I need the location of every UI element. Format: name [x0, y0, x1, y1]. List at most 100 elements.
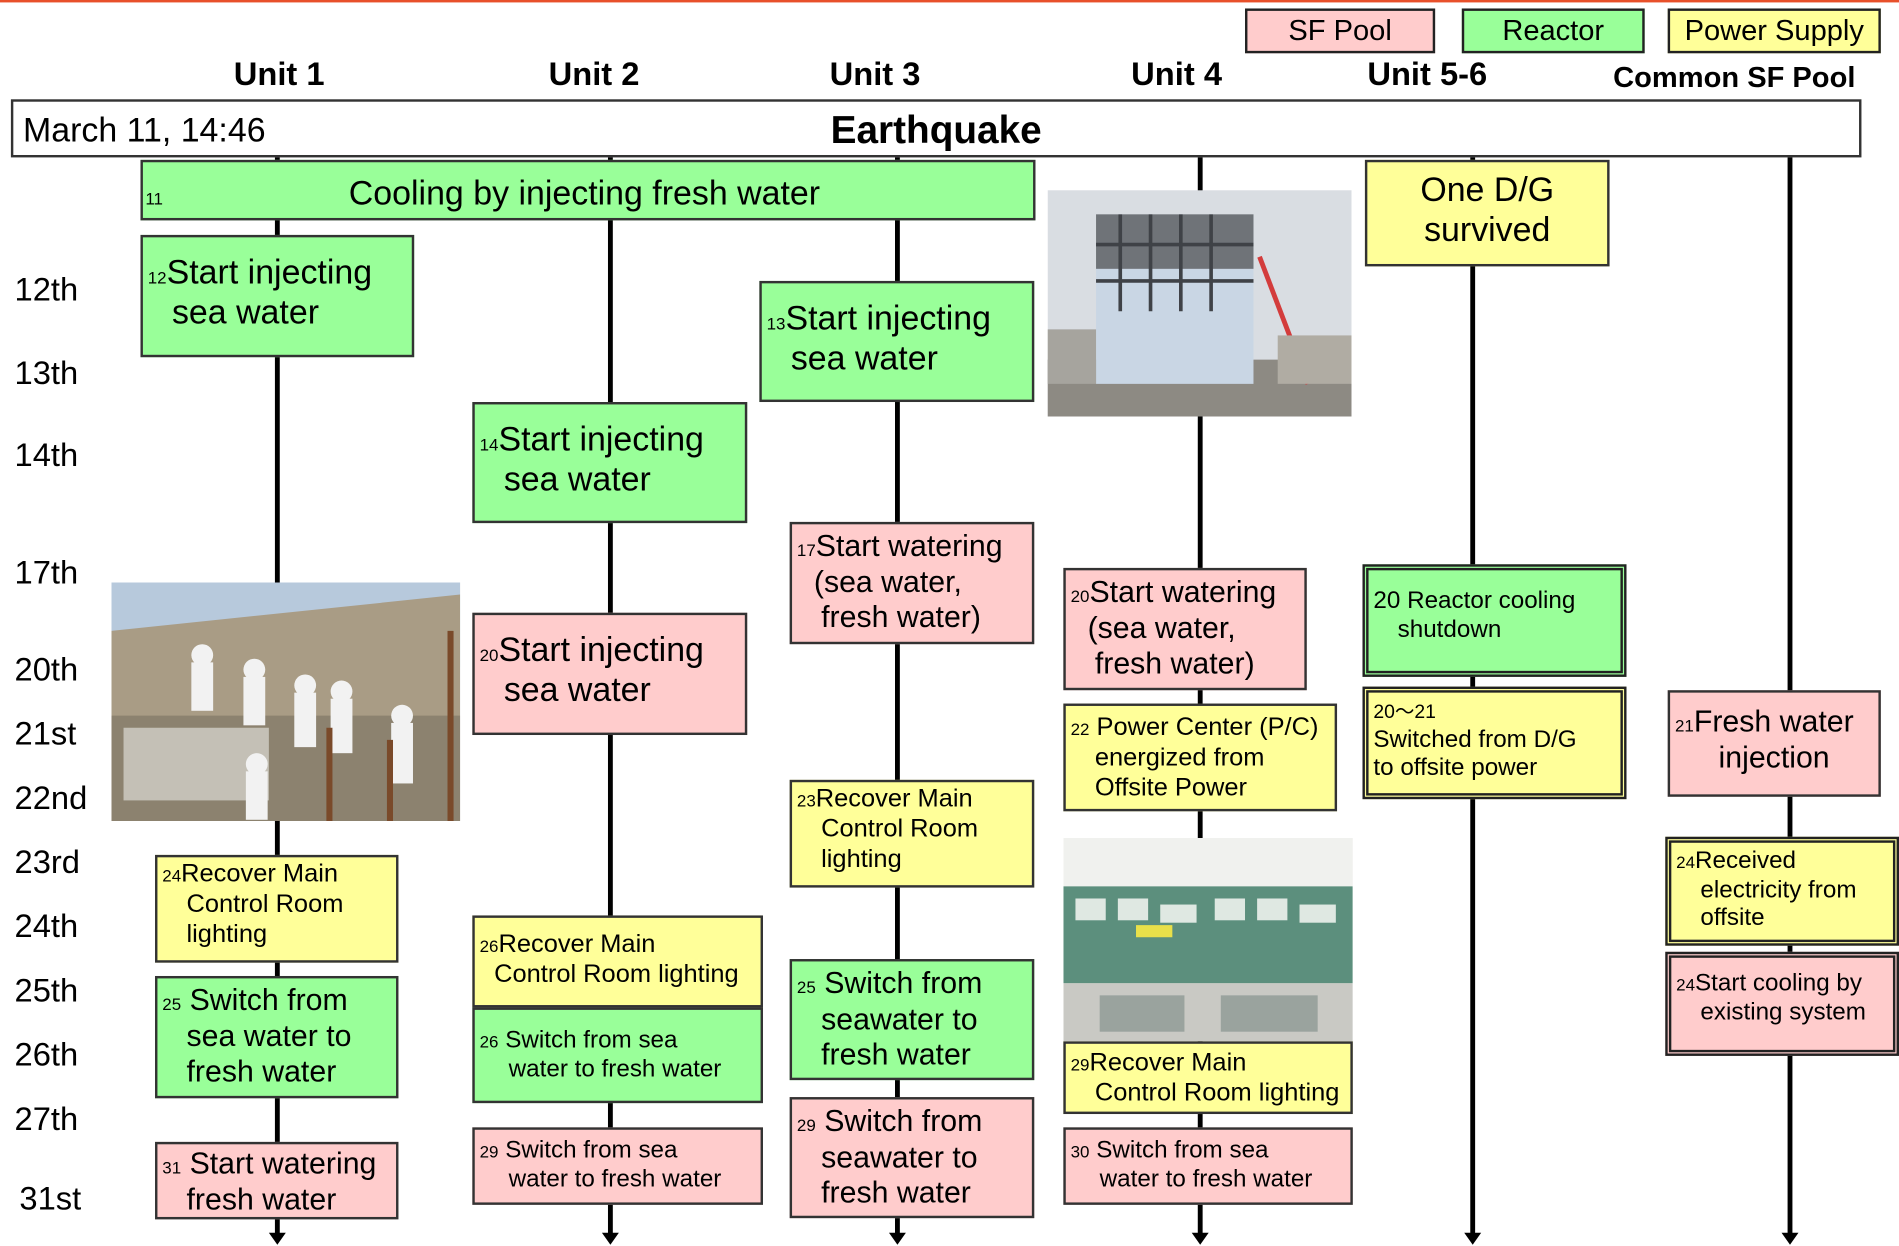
unit-2-fresh-water-box: 26 Switch from sea water to fresh water [472, 1007, 763, 1104]
event-text: Switched from D/G [1373, 726, 1577, 753]
event-number: 11 [145, 188, 163, 209]
event-text: Start watering [1089, 575, 1277, 610]
event-text: Switch from sea [505, 1137, 678, 1164]
event-text: Received [1695, 847, 1797, 875]
event-text: (sea water, [1087, 610, 1236, 645]
event-text: seawater to [821, 1002, 978, 1036]
event-text: sea water [790, 339, 938, 377]
legend-sf-pool-label: SF Pool [1288, 13, 1392, 47]
event-text: Control Room [186, 889, 344, 918]
day-label: 26th [14, 1036, 79, 1073]
unit-4-building-photo [1047, 190, 1352, 417]
event-text: Cooling by injecting fresh water [348, 174, 821, 212]
event-number: 25 [162, 994, 182, 1014]
event-text: Start watering [189, 1146, 377, 1181]
unit-4-lighting-box: 29Recover Main Control Room lighting [1063, 1041, 1353, 1115]
event-number: 24 [1676, 852, 1696, 872]
event-text: Recover Main [1089, 1048, 1247, 1077]
earthquake-title: Earthquake [830, 107, 1042, 152]
legend-power-supply-label: Power Supply [1684, 13, 1864, 47]
event-number: 31 [162, 1157, 182, 1177]
event-number: 29 [796, 1115, 816, 1135]
unit-4-power-center-box: 22 Power Center (P/C) energized from Off… [1063, 703, 1338, 812]
unit-3-arrow [888, 1232, 906, 1245]
unit-2-pool-fresh-water-box: 29 Switch from sea water to fresh water [472, 1127, 763, 1205]
event-text: Recover Main [498, 929, 656, 958]
event-text: Start injecting [498, 420, 704, 458]
unit-4-pool-watering-box: 20Start watering (sea water, fresh water… [1063, 567, 1307, 691]
earthquake-banner: March 11, 14:46 Earthquake [10, 99, 1862, 158]
event-number: 24 [1676, 974, 1696, 995]
event-text: sea water [171, 293, 320, 331]
event-text: electricity from [1700, 876, 1857, 903]
event-number: 25 [796, 977, 816, 997]
legend-power-supply: Power Supply [1667, 8, 1881, 54]
unit-3-lighting-box: 23Recover Main Control Room lighting [789, 779, 1035, 888]
day-label: 22nd [14, 779, 88, 817]
event-text: water to fresh water [508, 1165, 722, 1193]
event-text: energized from [1094, 743, 1265, 772]
unit-5-6-shutdown-box: 20 Reactor cooling shutdown [1362, 564, 1627, 677]
cooling-fresh-water-box: 11 Cooling by injecting fresh water [140, 159, 1036, 221]
event-text: lighting [186, 919, 268, 948]
unit-2-heading: Unit 2 [548, 55, 640, 93]
unit-4-heading: Unit 4 [1131, 55, 1223, 93]
event-number: 30 [1070, 1141, 1090, 1162]
unit-3-heading: Unit 3 [829, 55, 921, 93]
event-text: (sea water, [813, 564, 962, 599]
event-number: 24 [162, 865, 182, 886]
event-number: 20 [1070, 586, 1090, 606]
unit-3-timeline [895, 157, 900, 1236]
event-number: 20～21 [1373, 702, 1436, 723]
event-text: Switch from sea [505, 1026, 678, 1054]
event-number: 29 [479, 1141, 499, 1162]
event-text: Start watering [815, 529, 1003, 564]
control-room-photo [1063, 837, 1353, 1042]
common-sf-pool-heading: Common SF Pool [1613, 61, 1856, 95]
legend-reactor-label: Reactor [1502, 13, 1605, 47]
unit-1-arrow [268, 1232, 286, 1245]
event-text: sea water [503, 460, 651, 498]
event-number: 26 [479, 936, 499, 956]
event-text: seawater to [821, 1140, 978, 1174]
unit-3-pool-fresh-water-box: 29 Switch from seawater to fresh water [789, 1097, 1035, 1219]
event-text: Start injecting [498, 630, 704, 669]
event-text: One D/G [1420, 170, 1555, 209]
event-number: 13 [766, 313, 786, 333]
event-number: 12 [147, 267, 167, 287]
event-text: Reactor cooling [1407, 587, 1576, 614]
unit-3-fresh-water-box: 25 Switch from seawater to fresh water [789, 959, 1035, 1081]
event-text: lighting [821, 844, 902, 873]
day-label: 12th [14, 271, 79, 308]
unit-4-arrow [1191, 1232, 1209, 1245]
event-text: offsite [1700, 904, 1765, 932]
unit-4-pool-fresh-water-box: 30 Switch from sea water to fresh water [1063, 1127, 1353, 1205]
unit-1-heading: Unit 1 [233, 55, 325, 93]
event-number: 17 [796, 540, 816, 560]
event-text: Start injecting [785, 299, 991, 337]
unit-2-sea-water-box: 14Start injecting sea water [472, 402, 748, 524]
unit-5-6-dg-box: One D/G survived [1364, 159, 1610, 267]
day-label: 24th [14, 908, 79, 945]
unit-1-workers-photo [111, 582, 461, 821]
event-text: Start cooling by [1695, 969, 1862, 997]
event-number: 23 [796, 790, 816, 811]
event-number: 21 [1674, 715, 1694, 736]
event-text: fresh water) [821, 600, 981, 635]
event-text: Switch from sea [1096, 1137, 1269, 1164]
event-text: fresh water [821, 1037, 971, 1072]
event-text: fresh water) [1094, 646, 1255, 681]
event-text: survived [1424, 210, 1551, 249]
event-text: sea water [503, 670, 651, 709]
unit-1-lighting-box: 24Recover Main Control Room lighting [155, 854, 399, 963]
legend-sf-pool: SF Pool [1245, 8, 1436, 54]
day-label: 13th [14, 354, 79, 392]
event-text: Control Room [821, 814, 979, 843]
event-number: 14 [479, 434, 499, 455]
day-label: 25th [14, 972, 79, 1009]
event-number: 26 [479, 1031, 499, 1052]
unit-5-6-arrow [1464, 1232, 1482, 1245]
event-text: to offsite power [1373, 754, 1538, 782]
event-text: Control Room lighting [494, 959, 739, 988]
event-text: Control Room lighting [1094, 1078, 1340, 1107]
